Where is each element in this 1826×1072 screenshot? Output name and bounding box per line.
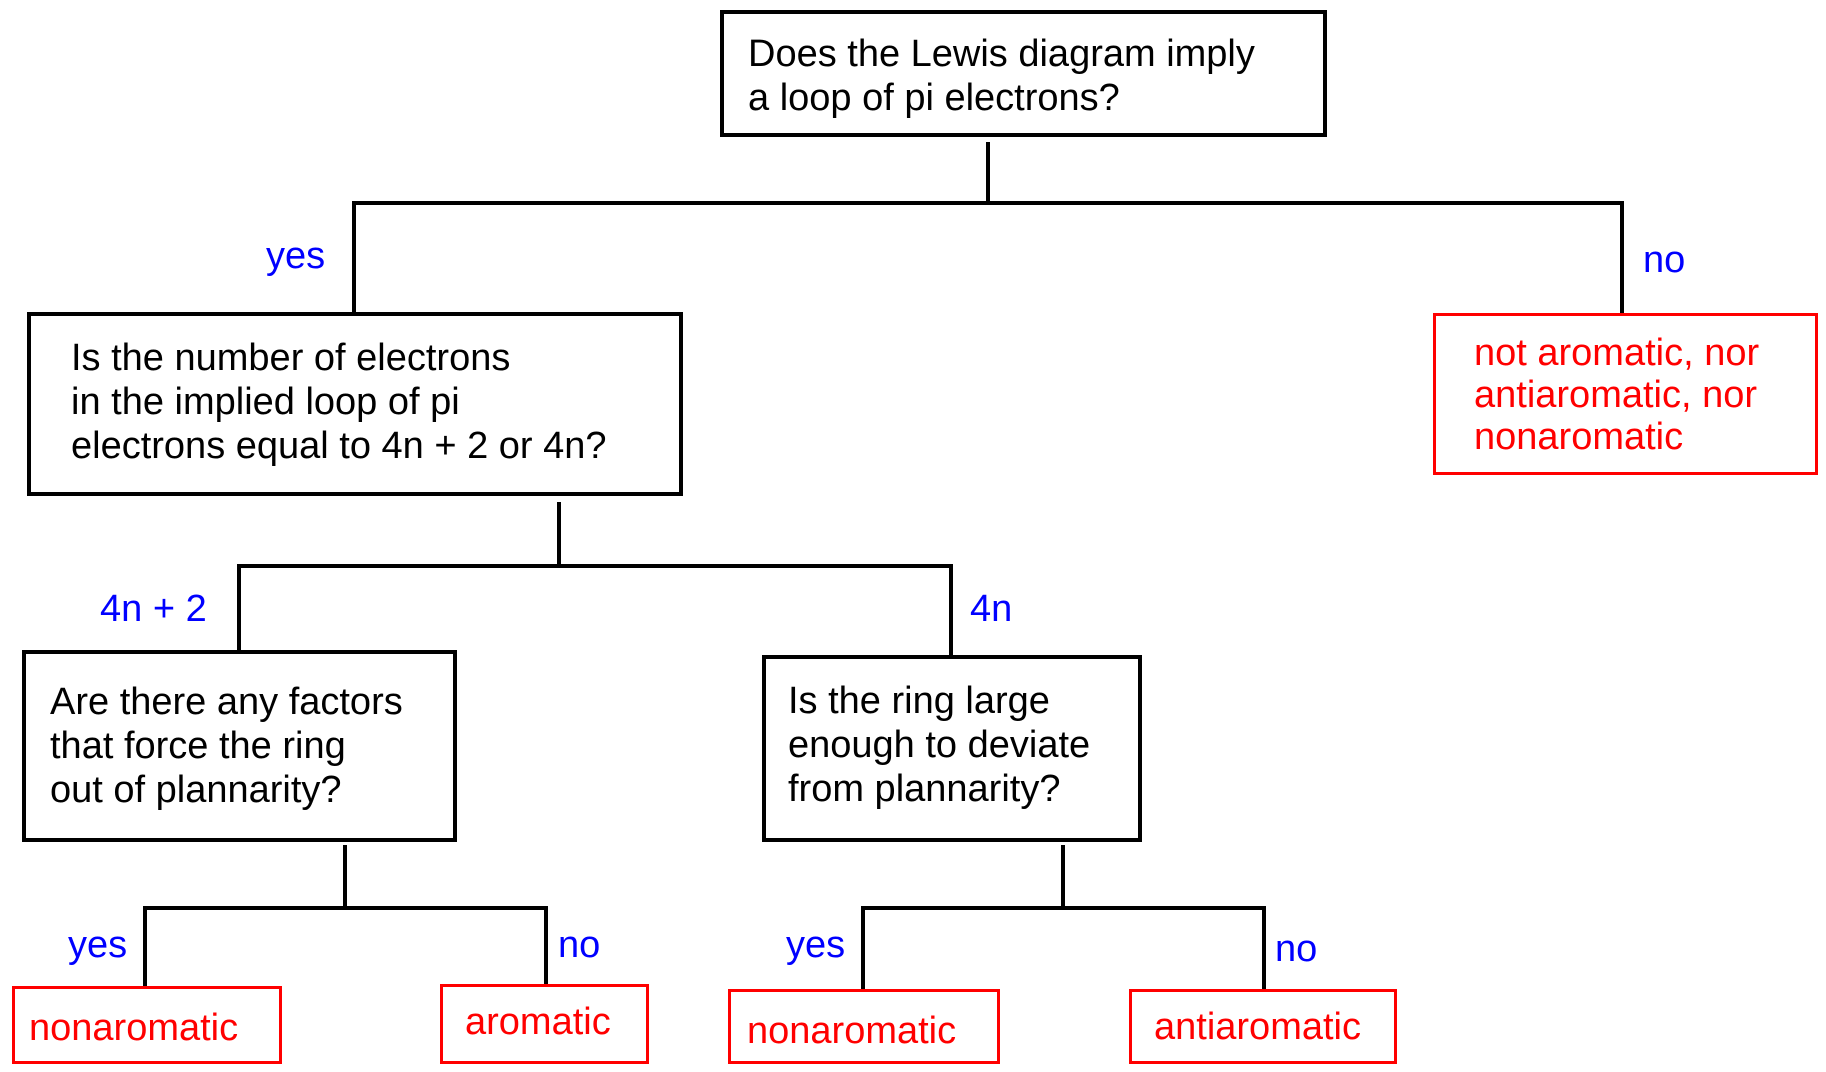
result-not-any: not aromatic, nor antiaromatic, nor nona… <box>1433 313 1818 475</box>
edge-label-q1-no: no <box>1643 239 1686 281</box>
result-q4-no-antiaromatic-text: antiaromatic <box>1154 1006 1361 1048</box>
question-ring-size-text: Is the ring large enough to deviate from… <box>788 680 1091 810</box>
question-lewis-loop-text: Does the Lewis diagram imply a loop of p… <box>748 33 1255 119</box>
question-electron-count-text: Is the number of electrons in the implie… <box>71 337 607 467</box>
result-q4-no-antiaromatic: antiaromatic <box>1129 989 1397 1064</box>
question-ring-size: Is the ring large enough to deviate from… <box>762 655 1142 842</box>
result-q4-yes-nonaromatic: nonaromatic <box>728 989 1000 1064</box>
result-q3-no-aromatic: aromatic <box>440 984 649 1064</box>
edge-label-q3-yes: yes <box>68 924 128 966</box>
question-lewis-loop: Does the Lewis diagram imply a loop of p… <box>720 10 1327 137</box>
edge-label-q4-yes: yes <box>786 924 846 966</box>
result-not-any-text: not aromatic, nor antiaromatic, nor nona… <box>1474 332 1760 458</box>
edge-label-q3-no: no <box>558 924 601 966</box>
result-q3-no-aromatic-text: aromatic <box>465 1001 611 1043</box>
edge-label-q2-4n: 4n <box>970 588 1013 630</box>
edge-label-q4-no: no <box>1275 928 1318 970</box>
question-electron-count: Is the number of electrons in the implie… <box>27 312 683 496</box>
question-forced-nonplanar-text: Are there any factors that force the rin… <box>50 681 403 811</box>
edge-label-q1-yes: yes <box>266 235 326 277</box>
edge-label-q2-4n-plus-2: 4n + 2 <box>100 588 207 630</box>
result-q3-yes-nonaromatic: nonaromatic <box>12 986 282 1064</box>
result-q4-yes-nonaromatic-text: nonaromatic <box>747 1010 957 1052</box>
result-q3-yes-nonaromatic-text: nonaromatic <box>29 1007 239 1049</box>
question-forced-nonplanar: Are there any factors that force the rin… <box>22 650 457 842</box>
